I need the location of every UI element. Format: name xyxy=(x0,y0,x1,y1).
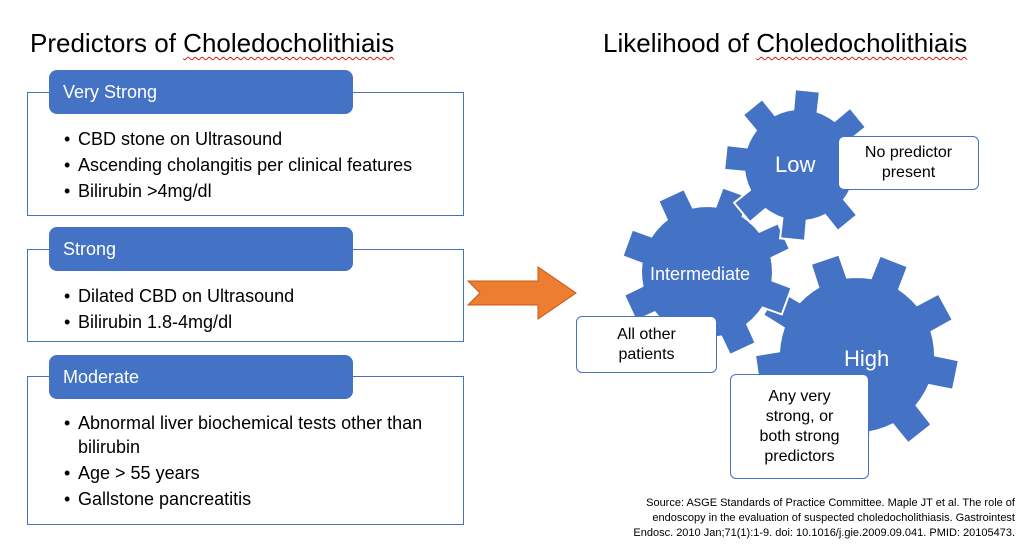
intermediate-description: All other patients xyxy=(576,316,717,373)
likelihood-title-word: Choledocholithiais xyxy=(756,28,968,58)
very-strong-header: Very Strong xyxy=(49,70,353,114)
list-item: Abnormal liver biochemical tests other t… xyxy=(64,411,423,459)
gear-low-icon xyxy=(723,88,877,242)
list-item: Age > 55 years xyxy=(64,461,423,485)
list-item: CBD stone on Ultrasound xyxy=(64,127,453,151)
gear-low-label: Low xyxy=(775,152,816,177)
strong-list: Dilated CBD on Ultrasound Bilirubin 1.8-… xyxy=(64,284,453,336)
gear-intermediate-label: Intermediate xyxy=(650,264,751,284)
low-description: No predictor present xyxy=(838,136,979,190)
very-strong-list: CBD stone on Ultrasound Ascending cholan… xyxy=(64,127,453,205)
moderate-header: Moderate xyxy=(49,355,353,399)
likelihood-title: Likelihood of Choledocholithiais xyxy=(603,28,968,58)
predictors-title: Predictors of Choledocholithiais xyxy=(30,28,395,58)
list-item: Bilirubin 1.8-4mg/dl xyxy=(64,310,453,334)
list-item: Ascending cholangitis per clinical featu… xyxy=(64,153,453,177)
predictors-title-word: Choledocholithiais xyxy=(183,28,395,58)
gear-intermediate-icon xyxy=(621,186,793,358)
list-item: Gallstone pancreatitis xyxy=(64,487,423,511)
gear-high-label: High xyxy=(844,346,890,371)
list-item: Bilirubin >4mg/dl xyxy=(64,179,453,203)
arrow-right-icon xyxy=(466,266,577,320)
strong-header: Strong xyxy=(49,227,353,271)
high-description: Any very strong, or both strong predicto… xyxy=(730,374,869,479)
moderate-card: Abnormal liver biochemical tests other t… xyxy=(27,376,464,525)
source-citation: Source: ASGE Standards of Practice Commi… xyxy=(633,497,1015,539)
list-item: Dilated CBD on Ultrasound xyxy=(64,284,453,308)
moderate-list: Abnormal liver biochemical tests other t… xyxy=(64,411,423,513)
